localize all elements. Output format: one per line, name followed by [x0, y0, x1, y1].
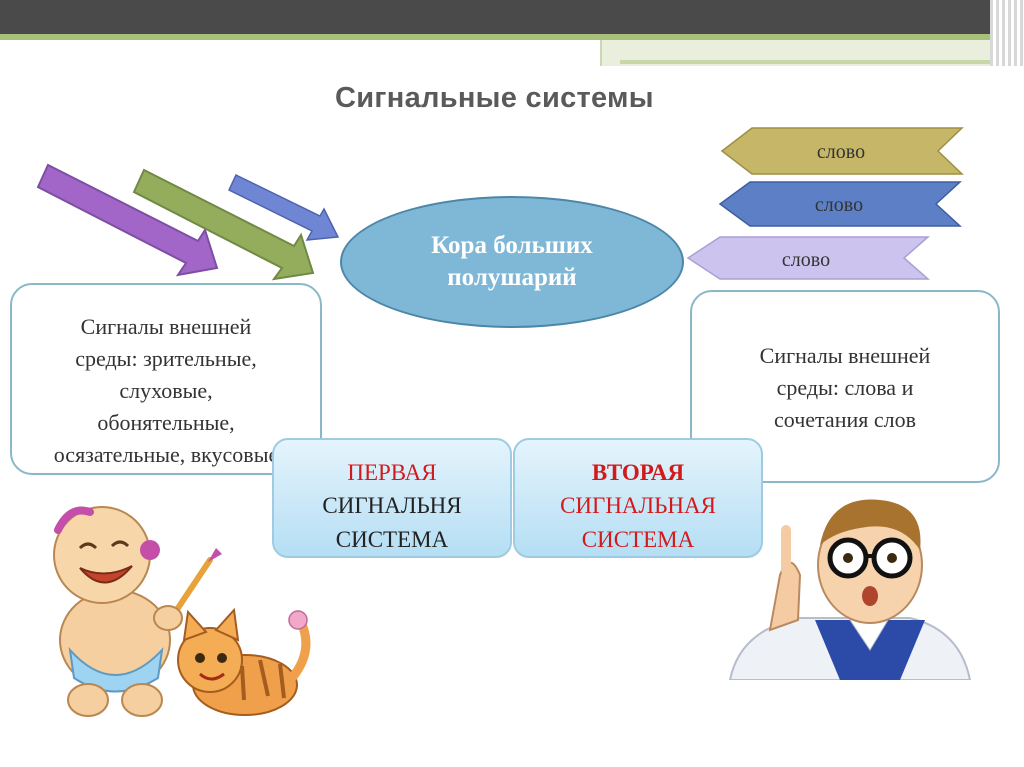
- header-stripe: [0, 34, 990, 40]
- second-system-word1: ВТОРАЯ: [591, 460, 685, 485]
- baby-kitten-illustration: [53, 506, 311, 717]
- second-system-box: ВТОРАЯ СИГНАЛЬНАЯ СИСТЕМА: [513, 438, 763, 558]
- cortex-line-2: полушарий: [447, 264, 577, 291]
- word-arrow-label-2: слово: [814, 194, 864, 216]
- word-arrow-3: [686, 236, 930, 280]
- purple-arrow: [36, 163, 219, 277]
- second-system-word3: СИСТЕМА: [581, 526, 695, 552]
- green-arrow: [132, 168, 315, 281]
- boy-illustration: [728, 499, 972, 680]
- first-system-word3: СИСТЕМА: [335, 526, 449, 552]
- page-title: Сигнальные системы: [335, 82, 654, 114]
- word-arrow-label-1: слово: [816, 141, 866, 163]
- cortex-ellipse: Кора больших полушарий: [340, 196, 684, 328]
- header-lines: [990, 0, 1024, 66]
- word-arrow-2: [718, 181, 962, 227]
- first-system-box: ПЕРВАЯ СИГНАЛЬНЯ СИСТЕМА: [272, 438, 512, 558]
- blue-arrow: [228, 173, 340, 241]
- second-system-word2: СИГНАЛЬНАЯ: [560, 493, 716, 519]
- first-signals-panel: Сигналы внешней среды: зрительные, слухо…: [10, 283, 322, 475]
- word-arrow-label-3: слово: [781, 249, 831, 271]
- first-system-word2: СИГНАЛЬНЯ: [322, 493, 462, 519]
- first-system-word1: ПЕРВАЯ: [347, 460, 437, 485]
- header-band: [0, 0, 1024, 34]
- word-arrow-1: [720, 127, 964, 175]
- cortex-line-1: Кора больших: [431, 231, 593, 259]
- header-stripe-accent: [620, 60, 995, 64]
